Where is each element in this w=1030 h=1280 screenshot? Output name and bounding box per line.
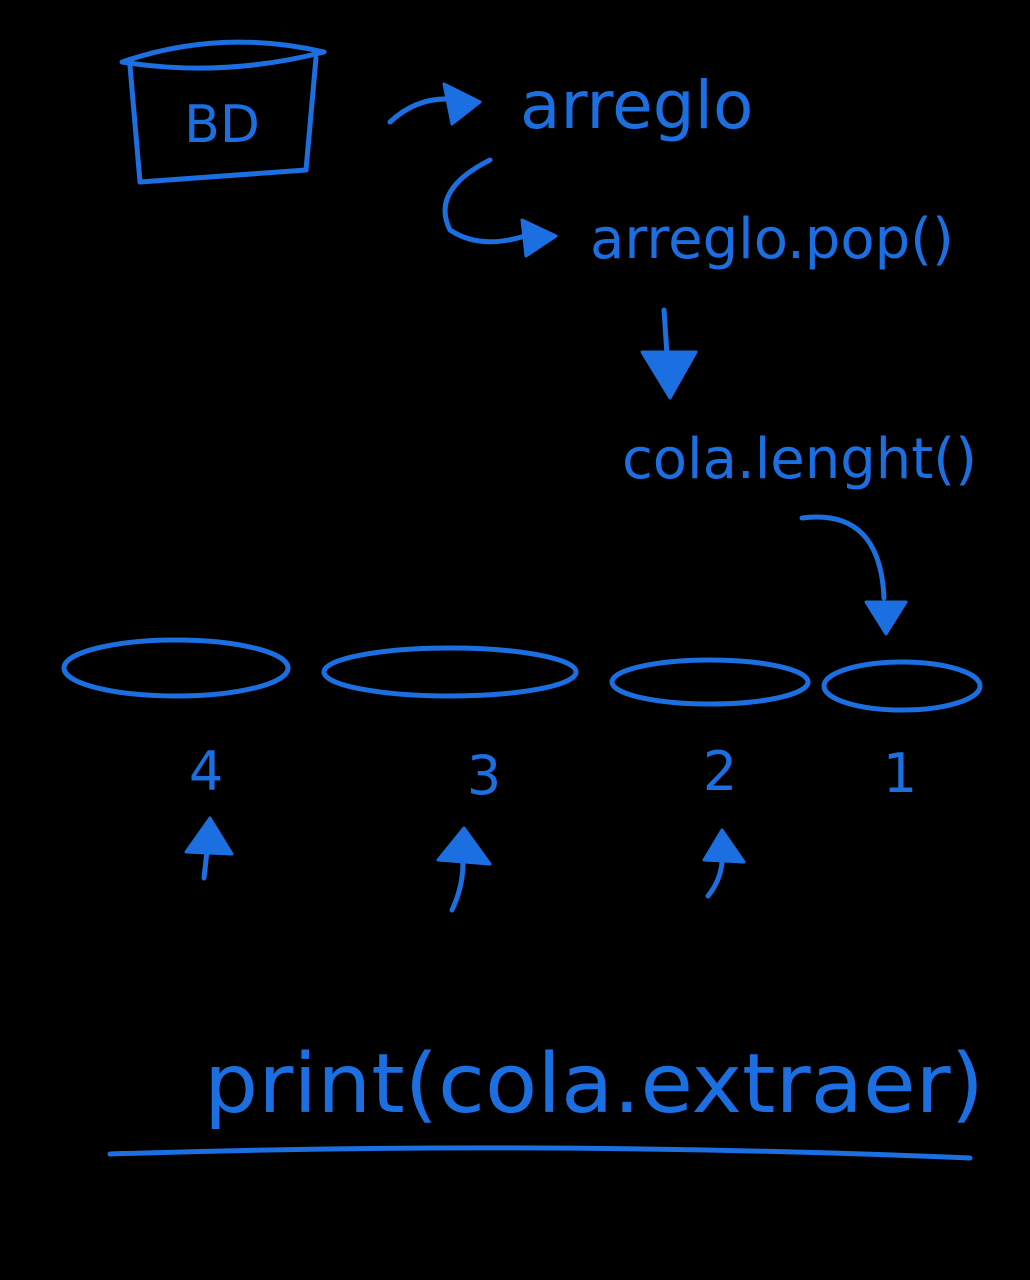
- array-label: arreglo: [520, 67, 753, 144]
- queue-slot-3: [321, 645, 579, 699]
- database-cylinder: BD: [119, 39, 327, 185]
- up-arrow-3: [436, 826, 492, 913]
- queue-slot-2: [609, 657, 811, 707]
- pop-call-label: arreglo.pop(): [590, 207, 954, 272]
- queue-label-1: 1: [883, 742, 917, 805]
- print-statement: print(cola.extraer): [204, 1037, 984, 1132]
- queue: 4 3 2 1: [61, 637, 983, 807]
- up-arrow-2: [702, 828, 746, 899]
- queue-label-4: 4: [189, 740, 223, 803]
- arrow-length-to-queue: [799, 514, 908, 636]
- queue-slot-1: [821, 659, 983, 713]
- up-arrow-4: [184, 816, 234, 881]
- queue-label-3: 3: [467, 744, 501, 807]
- database-label: BD: [184, 95, 260, 155]
- queue-slot-4: [61, 637, 291, 699]
- queue-label-2: 2: [703, 740, 737, 803]
- arrow-array-to-pop: [442, 157, 558, 258]
- arrow-db-to-array: [387, 82, 482, 126]
- arrow-pop-to-length: [640, 307, 698, 400]
- print-underline: [107, 1145, 973, 1161]
- length-call-label: cola.lenght(): [622, 427, 977, 492]
